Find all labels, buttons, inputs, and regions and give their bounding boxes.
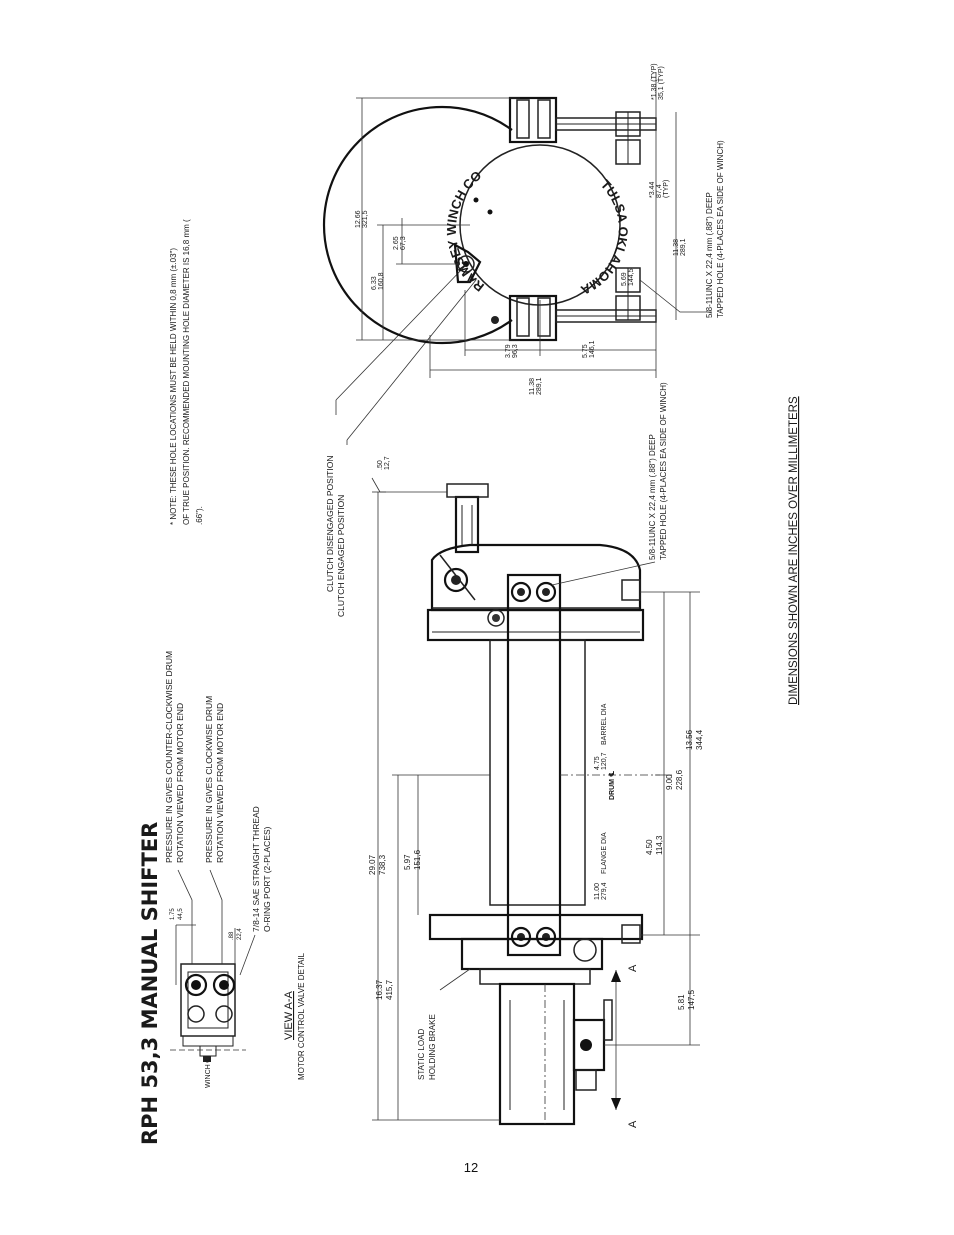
end-dim-handle-in: 2.65 [393, 236, 400, 250]
side-tapped-line-2: TAPPED HOLE (4-PLACES EA SIDE OF WINCH) [659, 382, 668, 560]
port-line-1: 7/8-14 SAE STRAIGHT THREAD [251, 806, 261, 932]
clutch-shifter-handle [454, 495, 480, 554]
dim-handle-mm: 12,7 [384, 456, 391, 470]
view-subtitle: MOTOR CONTROL VALVE DETAIL [297, 952, 306, 1080]
winch-centerline-label: WINCH ℄ [204, 1057, 212, 1088]
dim-valve-2-in: .88 [229, 931, 235, 940]
page-subtitle: DIMENSIONS SHOWN ARE INCHES OVER MILLIME… [788, 396, 800, 705]
end-dim-right-in: 5.75 [582, 344, 589, 358]
dim-valve-1-in: 1.75 [170, 908, 176, 920]
drum-centerline-label: DRUM ℄ [608, 771, 616, 800]
end-dim-mid-mm: 87,4 [656, 184, 663, 198]
ccw-line-2: ROTATION VIEWED FROM MOTOR END [175, 703, 185, 863]
dim-span-in: 13.56 [685, 729, 694, 750]
tie-bar [506, 573, 562, 957]
dim-valve-1-mm: 44,5 [178, 908, 184, 920]
flange-dia-label: FLANGE DIA [601, 832, 608, 874]
end-tapped-line-1: 5/8-11UNC X 22,4 mm (.88") DEEP [705, 192, 714, 318]
dim-motor-mm: 415,7 [385, 979, 394, 1000]
flange-dia-mm: 279,4 [601, 882, 608, 900]
drum-barrel [489, 639, 586, 906]
page-title: RPH 53,3 MANUAL SHIFTER [138, 822, 162, 1145]
end-dim-width-in: 11.38 [529, 378, 536, 395]
port-line-2: O-RING PORT (2-PLACES) [262, 826, 272, 932]
end-dim-base-mm: 289,1 [680, 238, 687, 256]
end-dim-left-mm: 96,3 [512, 344, 519, 358]
barrel-dia-label: BARREL DIA [601, 703, 608, 745]
clutch-disengaged-label: CLUTCH DISENGAGED POSITION [325, 456, 335, 593]
dim-half-in: 5.97 [403, 854, 412, 870]
ccw-line-1: PRESSURE IN GIVES COUNTER-CLOCKWISE DRUM [164, 651, 174, 863]
gearbox-housing [430, 543, 642, 612]
end-dim-right-mm: 146,1 [589, 340, 596, 358]
end-tapped-line-2: TAPPED HOLE (4-PLACES EA SIDE OF WINCH) [716, 140, 725, 318]
brake-line-1: STATIC LOAD [417, 1029, 426, 1080]
dim-handle-in: .50 [377, 460, 384, 470]
end-dim-height-mm: 321,5 [362, 210, 369, 228]
winch-end-view: RAMSEY WINCH CO TULSA OKLAHOMA 12.66 321… [322, 63, 725, 395]
note-line-1: * NOTE: THESE HOLE LOCATIONS MUST BE HEL… [169, 248, 178, 525]
page-number: 12 [463, 1160, 479, 1175]
end-dim-typ-in: *1.38 (TYP) [651, 63, 658, 100]
dim-half-mm: 151,6 [413, 849, 422, 870]
dim-offset-in: 4.50 [645, 839, 654, 855]
dim-overall-in: 29.07 [368, 854, 377, 875]
view-title: VIEW A-A [283, 990, 295, 1040]
end-bolts [516, 99, 641, 337]
end-housing [322, 105, 513, 345]
end-dim-center-in: 6.33 [371, 276, 378, 290]
side-tapped-line-1: 5/8-11UNC X 22,4 mm (.88") DEEP [648, 434, 657, 560]
flange-dia-in: 11.00 [594, 883, 601, 900]
dim-valve-in: 5.81 [677, 994, 686, 1010]
port-circle-1 [184, 973, 208, 997]
hydraulic-motor [498, 982, 576, 1126]
cw-line-1: PRESSURE IN GIVES CLOCKWISE DRUM [204, 696, 214, 863]
section-a-top: A [627, 964, 639, 972]
end-dim-center-mm: 160,8 [378, 272, 385, 290]
end-dim-bolt-in: 5.69 [621, 272, 628, 286]
dim-center-in: 9.00 [665, 774, 674, 790]
barrel-dia-mm: 120,7 [601, 752, 608, 770]
clutch-engaged-label: CLUTCH ENGAGED POSITION [336, 495, 346, 617]
end-dim-typ-mm: 35,1 (TYP) [658, 66, 665, 100]
dim-offset-mm: 114,3 [655, 835, 664, 855]
end-shifter-knob [453, 243, 482, 284]
tolerance-note: * NOTE: THESE HOLE LOCATIONS MUST BE HEL… [169, 219, 204, 525]
section-a-bottom: A [627, 1120, 639, 1128]
logo-top-text: RAMSEY WINCH CO [444, 168, 487, 295]
dim-motor-in: 16.37 [375, 979, 384, 1000]
cw-line-2: ROTATION VIEWED FROM MOTOR END [215, 703, 225, 863]
note-line-2: OF TRUE POSITION. RECOMMENDED MOUNTING H… [182, 219, 191, 525]
end-dim-mid-typ: (TYP) [663, 180, 670, 198]
note-line-3: .66"). [195, 506, 204, 525]
end-dim-left-in: 3.79 [505, 344, 512, 358]
dim-valve-2-mm: 22,4 [237, 928, 243, 940]
dim-overall-mm: 738,3 [378, 854, 387, 875]
end-dim-width-mm: 289,1 [536, 377, 543, 395]
end-dim-handle-mm: 67,3 [400, 236, 407, 250]
end-dim-mid-in: *3.44 [649, 182, 656, 198]
end-dim-base-in: 11.38 [673, 239, 680, 256]
end-dim-bolt-mm: 144,5 [628, 268, 635, 286]
port-circle-2 [212, 973, 236, 997]
dim-span-mm: 344,4 [695, 729, 704, 750]
dim-center-mm: 228,6 [675, 769, 684, 790]
brake-line-2: HOLDING BRAKE [428, 1014, 437, 1080]
barrel-dia-in: 4.75 [594, 756, 601, 770]
dim-valve-mm: 147,5 [687, 989, 696, 1010]
drum-flange [428, 913, 644, 941]
valve-detail: WINCH ℄ 1.75 44,5 .88 22,4 PRESSURE IN G… [164, 651, 306, 1088]
end-dim-height-in: 12.66 [355, 210, 362, 228]
winch-side-view: A A 29.07 738,3 16.37 415,7 5.97 151,6 S… [325, 264, 704, 1128]
